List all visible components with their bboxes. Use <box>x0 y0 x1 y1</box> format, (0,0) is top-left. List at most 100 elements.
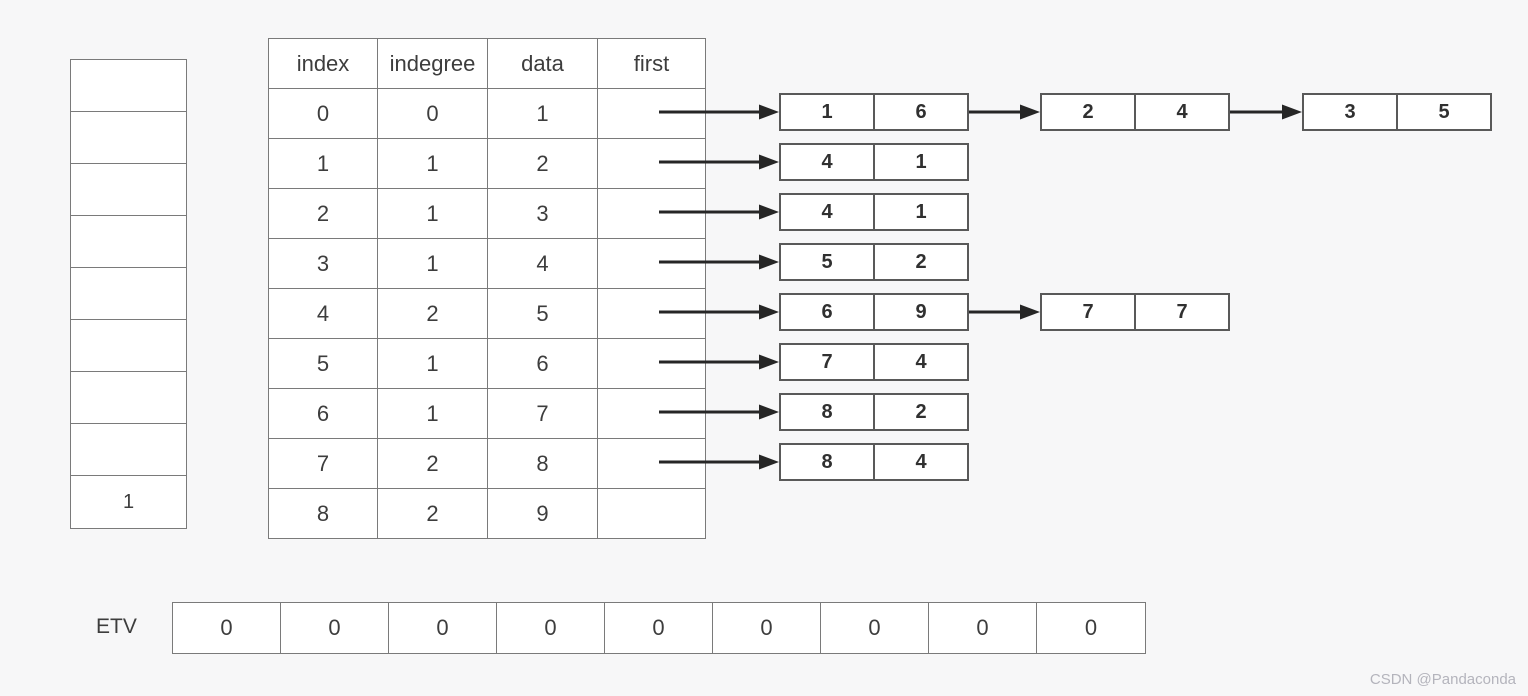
weight-cell: 9 <box>873 295 967 329</box>
adjvex-cell: 7 <box>1082 300 1094 323</box>
weight-cell: 5 <box>1396 95 1490 129</box>
index-cell: 2 <box>268 188 378 239</box>
stack-cell <box>71 112 186 164</box>
weight-cell: 4 <box>1134 95 1228 129</box>
indegree-cell: 2 <box>377 438 488 489</box>
data-cell: 5 <box>487 288 598 339</box>
adjvex-cell: 8 <box>821 400 833 423</box>
arrowhead-icon <box>759 254 779 270</box>
table-row: 4 2 5 <box>268 288 706 339</box>
weight-cell: 2 <box>873 245 967 279</box>
weight-cell: 2 <box>873 395 967 429</box>
indegree-cell: 1 <box>377 338 488 389</box>
index-cell: 3 <box>268 238 378 289</box>
indegree-cell: 2 <box>377 488 488 539</box>
arrowhead-icon <box>1020 104 1040 120</box>
table-row: 1 1 2 <box>268 138 706 189</box>
data-cell: 4 <box>487 238 598 289</box>
indegree-cell: 1 <box>377 138 488 189</box>
data-cell: 2 <box>487 138 598 189</box>
etv-label: ETV <box>96 615 137 638</box>
index-cell: 6 <box>268 388 378 439</box>
arrowhead-icon <box>759 404 779 420</box>
etv-cell: 0 <box>173 603 281 653</box>
list-node: 8 2 <box>779 393 969 431</box>
data-cell: 1 <box>487 88 598 139</box>
arrowhead-icon <box>1020 304 1040 320</box>
index-cell: 0 <box>268 88 378 139</box>
arrowhead-icon <box>759 204 779 220</box>
weight-cell: 7 <box>1134 295 1228 329</box>
stack-cell <box>71 320 186 372</box>
stack-cell <box>71 216 186 268</box>
adjvex-cell: 7 <box>821 350 833 373</box>
adjvex-cell: 5 <box>821 250 833 273</box>
index-cell: 4 <box>268 288 378 339</box>
stack-cell <box>71 60 186 112</box>
weight-cell: 1 <box>873 145 967 179</box>
table-row: 0 0 1 <box>268 88 706 139</box>
list-node: 1 6 <box>779 93 969 131</box>
arrowhead-icon <box>759 154 779 170</box>
weight-cell: 6 <box>873 95 967 129</box>
adjvex-cell: 3 <box>1344 100 1356 123</box>
next-arrow <box>1230 104 1302 120</box>
col-header-data: data <box>487 38 598 89</box>
table-row: 3 1 4 <box>268 238 706 289</box>
data-cell: 9 <box>487 488 598 539</box>
stack-cell: 1 <box>122 490 135 513</box>
etv-cell: 0 <box>389 603 497 653</box>
adjvex-cell: 1 <box>821 100 833 123</box>
list-node: 7 7 <box>1040 293 1230 331</box>
next-arrow <box>969 104 1040 120</box>
first-cell <box>597 388 706 439</box>
etv-array: 0 0 0 0 0 0 0 0 0 <box>172 602 1146 654</box>
list-node: 3 5 <box>1302 93 1492 131</box>
table-header-row: index indegree data first <box>268 38 706 89</box>
list-node: 2 4 <box>1040 93 1230 131</box>
data-cell: 3 <box>487 188 598 239</box>
adjvex-cell: 2 <box>1082 100 1094 123</box>
index-cell: 8 <box>268 488 378 539</box>
table-row: 2 1 3 <box>268 188 706 239</box>
adjvex-cell: 4 <box>821 200 833 223</box>
etv-cell: 0 <box>821 603 929 653</box>
table-row: 6 1 7 <box>268 388 706 439</box>
indegree-cell: 1 <box>377 238 488 289</box>
first-cell <box>597 438 706 489</box>
arrowhead-icon <box>759 454 779 470</box>
table-row: 8 2 9 <box>268 488 706 539</box>
vertex-table: index indegree data first 0 0 1 1 1 2 2 … <box>268 38 706 539</box>
arrowhead-icon <box>759 304 779 320</box>
weight-cell: 4 <box>873 445 967 479</box>
data-cell: 8 <box>487 438 598 489</box>
table-row: 7 2 8 <box>268 438 706 489</box>
next-arrow <box>969 304 1040 320</box>
list-node: 5 2 <box>779 243 969 281</box>
weight-cell: 1 <box>873 195 967 229</box>
adjvex-cell: 8 <box>821 450 833 473</box>
table-row: 5 1 6 <box>268 338 706 389</box>
first-cell <box>597 288 706 339</box>
indegree-cell: 1 <box>377 388 488 439</box>
etv-cell: 0 <box>605 603 713 653</box>
col-header-index: index <box>268 38 378 89</box>
stack-cell <box>71 268 186 320</box>
indegree-cell: 2 <box>377 288 488 339</box>
etv-cell: 0 <box>1084 615 1098 640</box>
list-node: 4 1 <box>779 193 969 231</box>
index-cell: 5 <box>268 338 378 389</box>
first-cell <box>597 188 706 239</box>
first-cell <box>597 88 706 139</box>
indegree-cell: 0 <box>377 88 488 139</box>
arrowhead-icon <box>1282 104 1302 120</box>
adjvex-cell: 6 <box>821 300 833 323</box>
stack-cell <box>71 372 186 424</box>
index-cell: 1 <box>268 138 378 189</box>
list-node: 7 4 <box>779 343 969 381</box>
data-cell: 7 <box>487 388 598 439</box>
adjvex-cell: 4 <box>821 150 833 173</box>
indegree-cell: 1 <box>377 188 488 239</box>
